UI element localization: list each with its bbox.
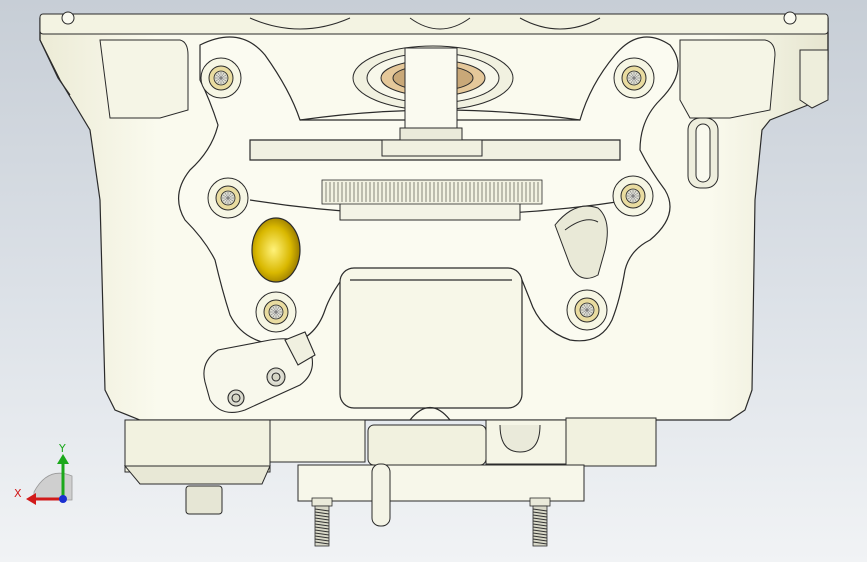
z-axis-dot xyxy=(59,495,67,503)
bolt-top-right xyxy=(613,57,655,99)
threaded-studs xyxy=(311,497,551,547)
center-cover xyxy=(339,267,523,421)
bolt-low-left xyxy=(255,291,297,333)
stud-left xyxy=(311,497,333,547)
bolt-pads xyxy=(200,57,655,333)
y-axis-head xyxy=(57,454,69,464)
bolt-low-right xyxy=(566,289,608,331)
coolant-passage xyxy=(554,205,608,279)
view-orientation-triad[interactable]: X Y xyxy=(14,442,73,505)
stud-right xyxy=(529,497,551,547)
top-flange xyxy=(39,11,829,35)
oil-passage-hole xyxy=(251,217,301,283)
x-axis-label: X xyxy=(14,487,22,500)
side-pillars xyxy=(99,39,829,189)
lower-assemblies xyxy=(123,417,657,527)
x-axis-head xyxy=(26,493,36,505)
y-axis-label: Y xyxy=(58,442,66,455)
cam-gear xyxy=(321,179,543,205)
camshaft xyxy=(339,47,521,221)
lever-bracket xyxy=(203,331,316,413)
bolt-mid-right xyxy=(612,175,654,217)
bolt-top-left xyxy=(200,57,242,99)
bolt-mid-left xyxy=(207,177,249,219)
